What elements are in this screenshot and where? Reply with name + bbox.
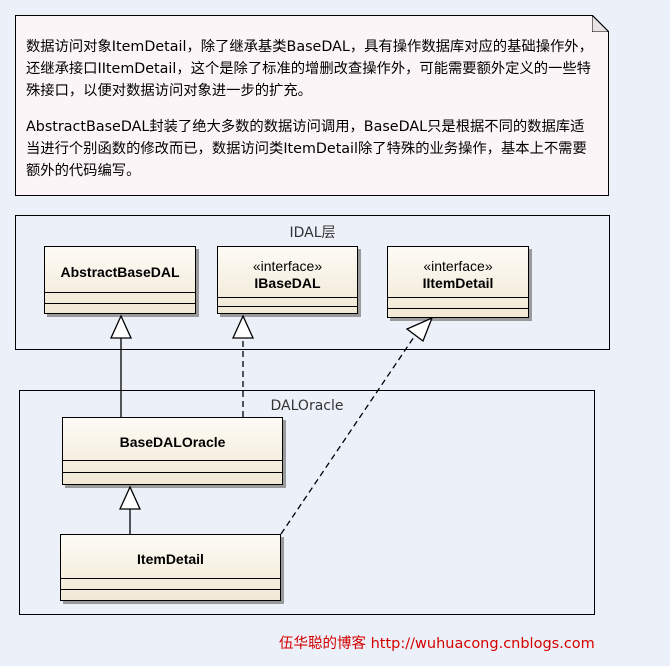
generalization-arrowhead-base-dal-oracle bbox=[118, 485, 142, 510]
note-fold-corner bbox=[592, 15, 609, 32]
note-paragraph-2: AbstractBaseDAL封装了绝大多数的数据访问调用，BaseDAL只是根… bbox=[26, 119, 587, 179]
interface-iitem-detail-name: IItemDetail bbox=[422, 275, 494, 291]
note-paragraph-1: 数据访问对象ItemDetail，除了继承基类BaseDAL，具有操作数据库对应… bbox=[26, 39, 593, 99]
generalization-arrowhead-abstract-base-dal bbox=[109, 314, 133, 339]
blog-footer: 伍华聪的博客 http://wuhuacong.cnblogs.com bbox=[279, 636, 595, 652]
class-base-dal-oracle[interactable]: BaseDALOracle bbox=[62, 417, 283, 485]
interface-ibase-dal-name: IBaseDAL bbox=[254, 275, 321, 291]
class-item-detail[interactable]: ItemDetail bbox=[60, 534, 281, 601]
interface-ibase-dal[interactable]: «interface» IBaseDAL bbox=[217, 246, 358, 314]
interface-iitem-detail-stereotype: «interface» bbox=[423, 258, 493, 274]
package-idal-label: IDAL层 bbox=[289, 225, 336, 241]
class-base-dal-oracle-name: BaseDALOracle bbox=[119, 434, 226, 450]
realization-item-detail-to-iitem-detail bbox=[280, 336, 415, 535]
description-note: 数据访问对象ItemDetail，除了继承基类BaseDAL，具有操作数据库对应… bbox=[15, 15, 609, 196]
realization-arrowhead-ibase-dal bbox=[231, 314, 255, 339]
package-dal-oracle-label: DALOracle bbox=[270, 398, 344, 414]
interface-iitem-detail[interactable]: «interface» IItemDetail bbox=[387, 246, 529, 318]
interface-ibase-dal-stereotype: «interface» bbox=[252, 258, 323, 274]
class-abstract-base-dal[interactable]: AbstractBaseDAL bbox=[44, 246, 196, 314]
package-dal-oracle[interactable]: DALOracle bbox=[19, 390, 595, 615]
package-idal[interactable]: IDAL层 bbox=[15, 215, 610, 350]
class-abstract-base-dal-name: AbstractBaseDAL bbox=[60, 264, 180, 280]
class-item-detail-name: ItemDetail bbox=[137, 551, 204, 567]
realization-arrowhead-iitem-detail bbox=[405, 316, 434, 343]
